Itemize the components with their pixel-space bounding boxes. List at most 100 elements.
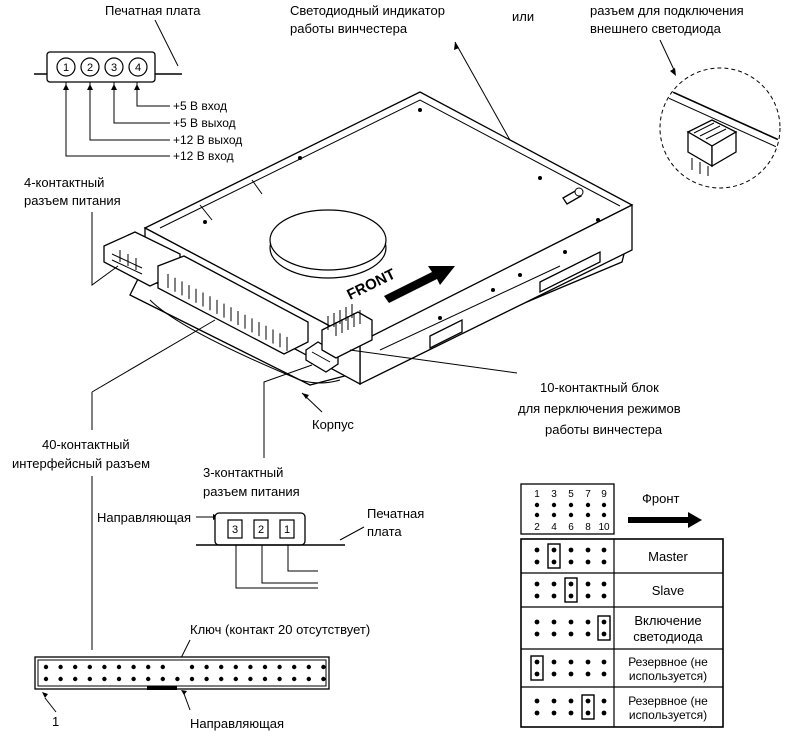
interface-pin — [73, 664, 78, 670]
power4-pin-label: 1 — [63, 62, 69, 74]
interface-pin — [292, 664, 297, 670]
interface-guide-notch — [147, 686, 177, 690]
interface-pin — [160, 676, 165, 682]
jumper-pin — [568, 559, 574, 565]
jumper-row-label: светодиода — [633, 629, 703, 644]
jumper-pin — [601, 559, 607, 565]
external-led-connector-zoom — [659, 67, 781, 189]
header-pin-number: 5 — [568, 489, 574, 500]
jumper-pin — [551, 698, 557, 704]
header-pin-number: 1 — [534, 489, 540, 500]
jumper-pin — [568, 547, 574, 553]
interface-pin — [73, 676, 78, 682]
interface-pin — [189, 664, 195, 670]
jumper-pin — [551, 619, 557, 625]
interface-pin — [292, 676, 297, 682]
jumper-pin — [585, 593, 591, 599]
jumper-pin — [551, 593, 557, 599]
interface-pin — [262, 664, 268, 670]
jumper-pin — [601, 619, 607, 625]
guide-label-top: Направляющая — [97, 510, 191, 525]
interface-pin — [131, 676, 136, 682]
power3-pin-label: 2 — [258, 524, 264, 536]
jumper-pin — [601, 547, 607, 553]
jumper-cap — [530, 655, 544, 681]
power4-pin-3 — [104, 57, 124, 77]
interface-pin — [175, 676, 180, 682]
led-label-line2: работы винчестера — [290, 21, 408, 36]
header-pin-number: 9 — [601, 489, 607, 500]
jumper-row: Master — [534, 539, 689, 573]
interface-pin — [146, 676, 151, 682]
jumper-pin — [585, 671, 591, 677]
jumper-pin — [601, 631, 607, 637]
jumper-pin — [585, 659, 591, 665]
header-pin-number: 6 — [568, 522, 574, 533]
jumper-pin — [568, 659, 574, 665]
jumper-pin — [601, 593, 607, 599]
interface-pin — [43, 676, 49, 682]
header-pin — [601, 512, 607, 518]
jumper-row-label: используется) — [629, 708, 707, 722]
jumper-pin — [551, 581, 557, 587]
interface-pin — [219, 676, 224, 682]
jumper-pin — [568, 671, 574, 677]
interface-pin — [321, 676, 326, 682]
jumper-pin — [534, 659, 540, 665]
interface-pin — [116, 676, 122, 682]
interface-pin — [131, 664, 136, 670]
block10-label-line1: 10-контактный блок — [540, 380, 659, 395]
jumper-pin — [534, 698, 540, 704]
power3-pin-2 — [253, 519, 269, 539]
interface-pin — [160, 664, 165, 670]
jumper-pin — [534, 710, 540, 716]
header-pin — [534, 502, 540, 508]
jumper-pin — [568, 710, 574, 716]
interface-pin — [58, 676, 63, 682]
interface-pin — [248, 664, 253, 670]
interface-pin — [204, 676, 209, 682]
jumper-pin — [601, 671, 607, 677]
header-pin-number: 8 — [585, 522, 591, 533]
interface-connector-body — [34, 656, 330, 690]
power4-pin-2 — [80, 57, 100, 77]
jumper-row: Slave — [521, 572, 723, 607]
power4-pin-label: 3 — [111, 62, 117, 74]
jumper-pin — [585, 698, 591, 704]
interface-pin — [116, 664, 122, 670]
jumper-cap — [597, 615, 611, 641]
header-pin — [568, 512, 574, 518]
power3-pin-label: 3 — [232, 524, 238, 536]
jumper-pin — [551, 559, 557, 565]
header-pin — [568, 502, 574, 508]
interface-pin — [204, 664, 209, 670]
header-pin — [585, 502, 591, 508]
jumper-pin — [568, 698, 574, 704]
jumper-pin — [568, 581, 574, 587]
led-label-line1: Светодиодный индикатор — [290, 3, 445, 18]
interface-pin — [233, 676, 238, 682]
interface-pin — [87, 664, 93, 670]
interface-pin — [262, 676, 268, 682]
jumper-pin — [534, 593, 540, 599]
key-label: Ключ (контакт 20 отсутствует) — [190, 622, 370, 637]
interface-label-line2: интерфейсный разъем — [12, 456, 150, 471]
block10-label-line2: для перключения режимов — [518, 401, 681, 416]
jumper-row-label: Резервное (не — [628, 694, 708, 708]
interface-pin — [306, 664, 311, 670]
jumper-pin — [534, 619, 540, 625]
ext-led-label-line1: разъем для подключения — [590, 3, 744, 18]
jumper-table-header — [520, 483, 615, 535]
jumper-pin — [601, 710, 607, 716]
header-pin-number: 7 — [585, 489, 591, 500]
interface-pin — [306, 676, 311, 682]
jumper-pin — [551, 659, 557, 665]
power3-pin-label: 1 — [284, 524, 290, 536]
power4-pin-label: 2 — [87, 62, 93, 74]
jumper-pin — [601, 659, 607, 665]
interface-pin — [189, 676, 195, 682]
jumper-pin — [568, 619, 574, 625]
power3-label-line1: 3-контактный — [203, 465, 283, 480]
